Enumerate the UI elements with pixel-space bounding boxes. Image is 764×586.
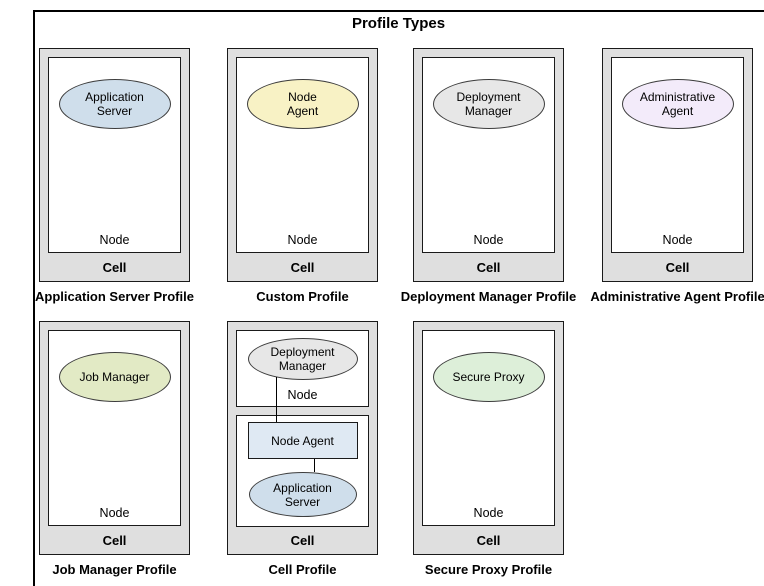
node-box: Node Agent Node bbox=[236, 57, 369, 253]
profile-title: Deployment Manager Profile bbox=[400, 289, 577, 304]
profile-title: Custom Profile bbox=[256, 289, 349, 304]
profile-title: Job Manager Profile bbox=[52, 562, 177, 577]
node-label: Node bbox=[287, 388, 318, 402]
application-server-ellipse: Application Server bbox=[248, 472, 357, 517]
profile-custom: Node Agent Node Cell Custom Profile bbox=[227, 48, 378, 304]
profile-job-manager: Job Manager Node Cell Job Manager Profil… bbox=[39, 321, 190, 577]
cell-box: Job Manager Node Cell bbox=[39, 321, 190, 555]
cell-label: Cell bbox=[476, 532, 501, 548]
cell-label: Cell bbox=[290, 259, 315, 275]
node-agent-ellipse: Node Agent bbox=[246, 79, 359, 129]
cell-box: Administrative Agent Node Cell bbox=[602, 48, 753, 282]
secure-proxy-ellipse: Secure Proxy bbox=[432, 352, 545, 402]
profile-cell: Deployment Manager Node Node Agent Appli… bbox=[227, 321, 378, 577]
node-box: Administrative Agent Node bbox=[611, 57, 744, 253]
node-label: Node bbox=[662, 233, 693, 247]
administrative-agent-ellipse: Administrative Agent bbox=[621, 79, 734, 129]
cell-label: Cell bbox=[665, 259, 690, 275]
node-box: Application Server Node bbox=[48, 57, 181, 253]
ellipse-label: Job Manager bbox=[79, 370, 150, 384]
node-box-top: Deployment Manager Node bbox=[236, 330, 369, 407]
ellipse-label: Secure Proxy bbox=[452, 370, 525, 384]
cell-box: Deployment Manager Node Cell bbox=[413, 48, 564, 282]
profile-title: Application Server Profile bbox=[35, 289, 194, 304]
ellipse-label: Deployment Manager bbox=[270, 345, 335, 373]
node-label: Node bbox=[287, 233, 318, 247]
node-label: Node bbox=[473, 506, 504, 520]
cell-label: Cell bbox=[476, 259, 501, 275]
node-box: Secure Proxy Node bbox=[422, 330, 555, 526]
diagram-title: Profile Types bbox=[351, 15, 446, 32]
ellipse-label: Administrative Agent bbox=[639, 90, 716, 118]
cell-label: Cell bbox=[290, 533, 315, 548]
node-label: Node bbox=[473, 233, 504, 247]
deployment-manager-ellipse: Deployment Manager bbox=[247, 338, 358, 380]
job-manager-ellipse: Job Manager bbox=[58, 352, 171, 402]
node-box: Deployment Manager Node bbox=[422, 57, 555, 253]
ellipse-label: Application Server bbox=[273, 480, 332, 509]
profile-administrative-agent: Administrative Agent Node Cell Administr… bbox=[590, 48, 764, 304]
connector-dm-to-nodeagent bbox=[276, 377, 277, 422]
ellipse-label: Deployment Manager bbox=[456, 90, 521, 118]
deployment-manager-ellipse: Deployment Manager bbox=[432, 79, 545, 129]
ellipse-label: Node Agent bbox=[286, 90, 319, 118]
cell-box: Deployment Manager Node Node Agent Appli… bbox=[227, 321, 378, 555]
node-box-bottom: Node Agent Application Server bbox=[236, 415, 369, 527]
connector-nodeagent-to-appserver bbox=[314, 459, 315, 472]
rect-label: Node Agent bbox=[271, 433, 334, 448]
cell-label: Cell bbox=[102, 532, 127, 548]
profile-title: Cell Profile bbox=[268, 562, 337, 577]
cell-box: Secure Proxy Node Cell bbox=[413, 321, 564, 555]
node-label: Node bbox=[99, 233, 130, 247]
profile-title: Secure Proxy Profile bbox=[424, 562, 553, 577]
profile-secure-proxy: Secure Proxy Node Cell Secure Proxy Prof… bbox=[413, 321, 564, 577]
profile-deployment-manager: Deployment Manager Node Cell Deployment … bbox=[400, 48, 577, 304]
profile-application-server: Application Server Node Cell Application… bbox=[35, 48, 194, 304]
cell-box: Application Server Node Cell bbox=[39, 48, 190, 282]
cell-label: Cell bbox=[102, 259, 127, 275]
cell-box: Node Agent Node Cell bbox=[227, 48, 378, 282]
node-box: Job Manager Node bbox=[48, 330, 181, 526]
profile-title: Administrative Agent Profile bbox=[590, 289, 764, 304]
node-agent-rect: Node Agent bbox=[247, 422, 358, 459]
application-server-ellipse: Application Server bbox=[58, 79, 171, 129]
node-label: Node bbox=[99, 506, 130, 520]
ellipse-label: Application Server bbox=[85, 90, 144, 118]
